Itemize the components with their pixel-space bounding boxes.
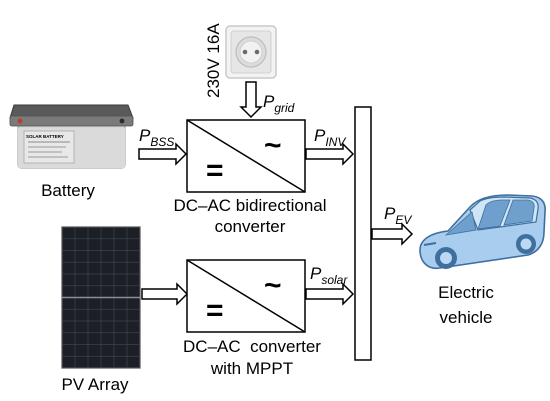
inv-power-arrow xyxy=(305,142,355,166)
pv-to-converter-arrow xyxy=(141,282,189,306)
battery-icon: SOLAR BATTERY xyxy=(9,104,134,169)
bidir-ac-symbol: ~ xyxy=(264,129,282,162)
bidir-converter-label-line1: DC–AC bidirectional xyxy=(173,196,326,215)
grid-outlet-icon xyxy=(225,25,277,79)
electric-vehicle-icon xyxy=(419,194,546,270)
ev-label-line2: vehicle xyxy=(440,308,493,327)
bidir-converter-label-line2: converter xyxy=(215,217,286,236)
bidir-dc-symbol: = xyxy=(206,154,224,187)
grid-power-arrow xyxy=(239,81,263,119)
ac-bus-bar xyxy=(354,106,372,361)
p-inv-label: PINV xyxy=(314,126,346,149)
bss-power-arrow xyxy=(138,142,188,166)
p-ev-label: PEV xyxy=(384,204,412,227)
battery-label: Battery xyxy=(41,181,95,200)
p-bss-label: PBSS xyxy=(139,126,174,149)
mppt-dc-symbol: = xyxy=(206,294,224,327)
pv-array-label: PV Array xyxy=(61,375,129,394)
solar-power-arrow xyxy=(305,282,355,306)
pv-array-icon xyxy=(61,226,141,369)
battery-sticker-text: SOLAR BATTERY xyxy=(26,134,64,139)
outlet-rating-label: 230V 16A xyxy=(204,23,223,98)
mppt-converter-label-line1: DC–AC converter xyxy=(183,337,321,356)
p-grid-label: Pgrid xyxy=(263,92,295,115)
mppt-converter-box xyxy=(186,259,306,333)
ev-label-line1: Electric xyxy=(438,283,494,302)
mppt-converter-label-line2: with MPPT xyxy=(210,359,293,378)
ev-power-arrow xyxy=(371,222,414,246)
p-solar-label: Psolar xyxy=(310,264,348,287)
bidirectional-converter-box xyxy=(186,119,306,193)
mppt-ac-symbol: ~ xyxy=(264,269,282,302)
